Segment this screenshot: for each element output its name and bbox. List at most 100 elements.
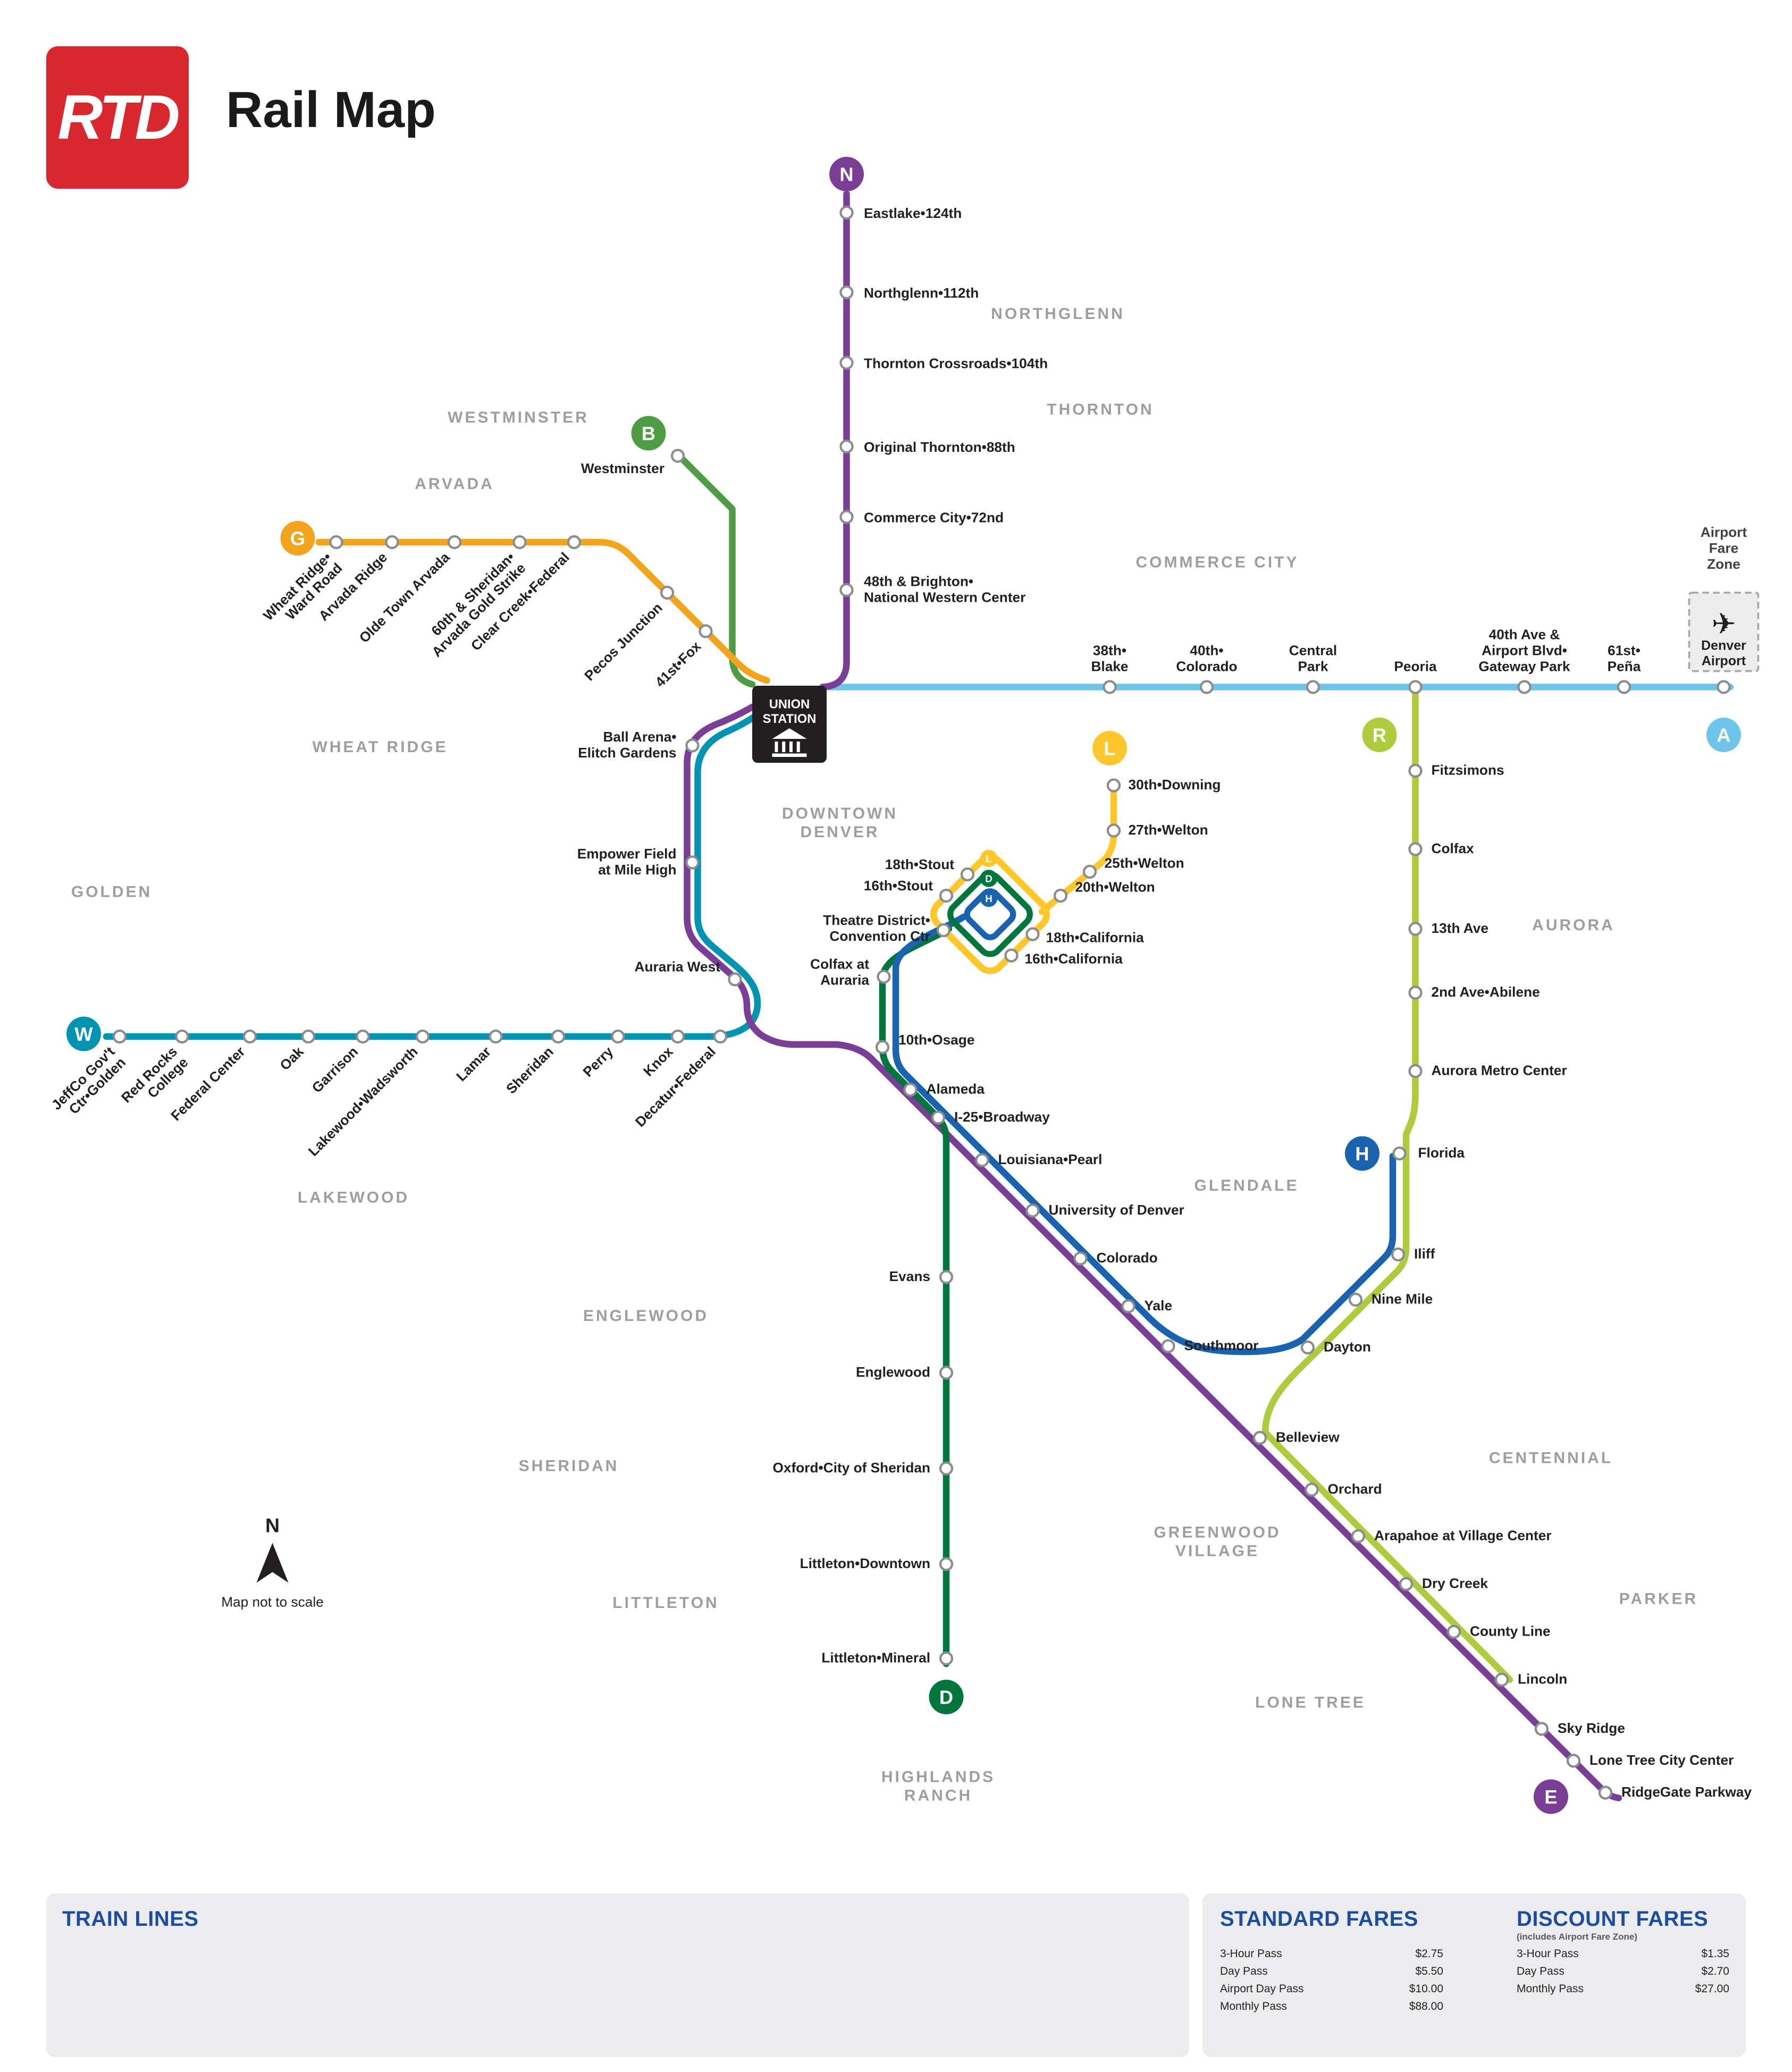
fare-price: $27.00 — [1695, 1983, 1729, 1995]
fare-price: $1.35 — [1701, 1948, 1729, 1960]
union-station-box — [752, 686, 827, 763]
station-dot — [1025, 1203, 1040, 1218]
station-dot — [329, 535, 343, 550]
station-label: Westminster — [581, 460, 664, 476]
station-dot — [1004, 948, 1019, 963]
line-badge-letter-D: D — [939, 1687, 953, 1708]
station-label: Lone Tree City Center — [1589, 1752, 1734, 1768]
station-dot — [931, 1110, 946, 1125]
station-label: Pecos Junction — [581, 600, 665, 684]
region-label: LONE TREE — [1255, 1694, 1366, 1712]
station-dot — [415, 1029, 430, 1044]
line-badge-W — [66, 1016, 101, 1051]
discount-fares-title: DISCOUNT FARES — [1517, 1907, 1709, 1931]
station-dot — [875, 1040, 890, 1055]
station-label: 16th•California — [1025, 951, 1123, 967]
station-dot — [1446, 1624, 1461, 1639]
fare-label: Monthly Pass — [1220, 2000, 1288, 2012]
station-dot — [1408, 986, 1423, 1000]
station-label: Decatur•Federal — [632, 1043, 719, 1130]
station-label: Dayton — [1324, 1339, 1371, 1355]
station-label: University of Denver — [1049, 1202, 1184, 1218]
station-dot — [939, 1651, 954, 1666]
line-badge-L — [1092, 731, 1127, 765]
station-dot — [112, 1029, 127, 1044]
station-label: Colorado — [1097, 1250, 1158, 1266]
fare-row: Day Pass$2.70 — [1517, 1965, 1729, 1978]
station-dot — [1053, 888, 1068, 903]
line-badge-letter-L: L — [1104, 738, 1115, 760]
line-E — [684, 703, 1622, 1801]
line-badge-letter-L: L — [986, 853, 991, 864]
line-badge-letter-A: A — [1717, 725, 1730, 746]
line-loop-H — [964, 888, 1016, 940]
station-dot — [1348, 1292, 1363, 1307]
line-badge-letter-B: B — [642, 423, 655, 444]
station-dot — [1103, 680, 1117, 694]
station-label: Oak — [276, 1043, 307, 1074]
station-dot — [1408, 1064, 1423, 1079]
fare-price: $5.50 — [1415, 1965, 1443, 1977]
line-badge-letter-N: N — [839, 164, 853, 186]
station-dot — [1534, 1722, 1549, 1736]
station-label: Perry — [580, 1043, 617, 1080]
region-label: LITTLETON — [612, 1594, 719, 1612]
station-dot — [1300, 1340, 1315, 1355]
region-label: SHERIDAN — [519, 1458, 619, 1475]
station-dot — [903, 1082, 918, 1097]
region-label: ENGLEWOOD — [583, 1307, 709, 1325]
station-label: 13th Ave — [1432, 920, 1488, 936]
station-dot — [839, 285, 854, 300]
station-dot — [1391, 1247, 1406, 1262]
station-label: Fitzsimons — [1432, 762, 1504, 778]
map-annotation: Map not to scale — [221, 1594, 324, 1610]
station-dot — [1306, 680, 1320, 694]
station-label: 38th•Blake — [1091, 643, 1128, 675]
station-label: 61st•Peña — [1608, 643, 1641, 675]
line-badge-letter-H: H — [985, 893, 992, 904]
map-annotation: ✈ — [1711, 608, 1736, 641]
station-label: Thornton Crossroads•104th — [864, 356, 1048, 372]
station-dot — [839, 439, 854, 454]
station-label: Orchard — [1328, 1481, 1382, 1497]
fare-price: $2.70 — [1701, 1965, 1729, 1977]
line-R — [1261, 686, 1513, 1683]
station-dot — [1408, 922, 1423, 936]
station-dot — [960, 867, 975, 882]
station-label: Lamar — [453, 1043, 494, 1084]
station-dot — [1252, 1430, 1267, 1445]
station-dot — [670, 449, 685, 463]
region-label: CENTENNIAL — [1489, 1450, 1613, 1467]
station-dot — [1305, 1483, 1319, 1497]
station-dot — [1408, 763, 1423, 778]
station-dot — [1082, 864, 1097, 879]
station-label: Oxford•City of Sheridan — [772, 1460, 930, 1476]
station-label: 25th•Welton — [1105, 855, 1184, 871]
station-label: 41st•Fox — [652, 638, 704, 690]
station-label: Littleton•Downtown — [800, 1555, 930, 1571]
line-badge-letter-W: W — [74, 1023, 93, 1045]
region-label: COMMERCE CITY — [1136, 554, 1299, 571]
station-dot — [242, 1029, 257, 1044]
station-label: 27th•Welton — [1129, 822, 1208, 838]
station-dot — [939, 1366, 954, 1380]
station-label: 10th•Osage — [898, 1032, 974, 1048]
station-dot — [839, 510, 854, 524]
station-dot — [1161, 1339, 1175, 1353]
station-label: 40th Ave &Airport Blvd•Gateway Park — [1478, 627, 1570, 675]
page-title: Rail Map — [226, 81, 436, 138]
station-label: Garrison — [309, 1043, 361, 1096]
station-dot — [1566, 1754, 1581, 1768]
station-label: Arapahoe at Village Center — [1374, 1528, 1552, 1544]
station-label: Lakewood•Wadsworth — [305, 1043, 421, 1159]
station-dot — [1717, 680, 1731, 694]
station-dot — [1106, 778, 1121, 793]
station-dot — [877, 970, 891, 984]
